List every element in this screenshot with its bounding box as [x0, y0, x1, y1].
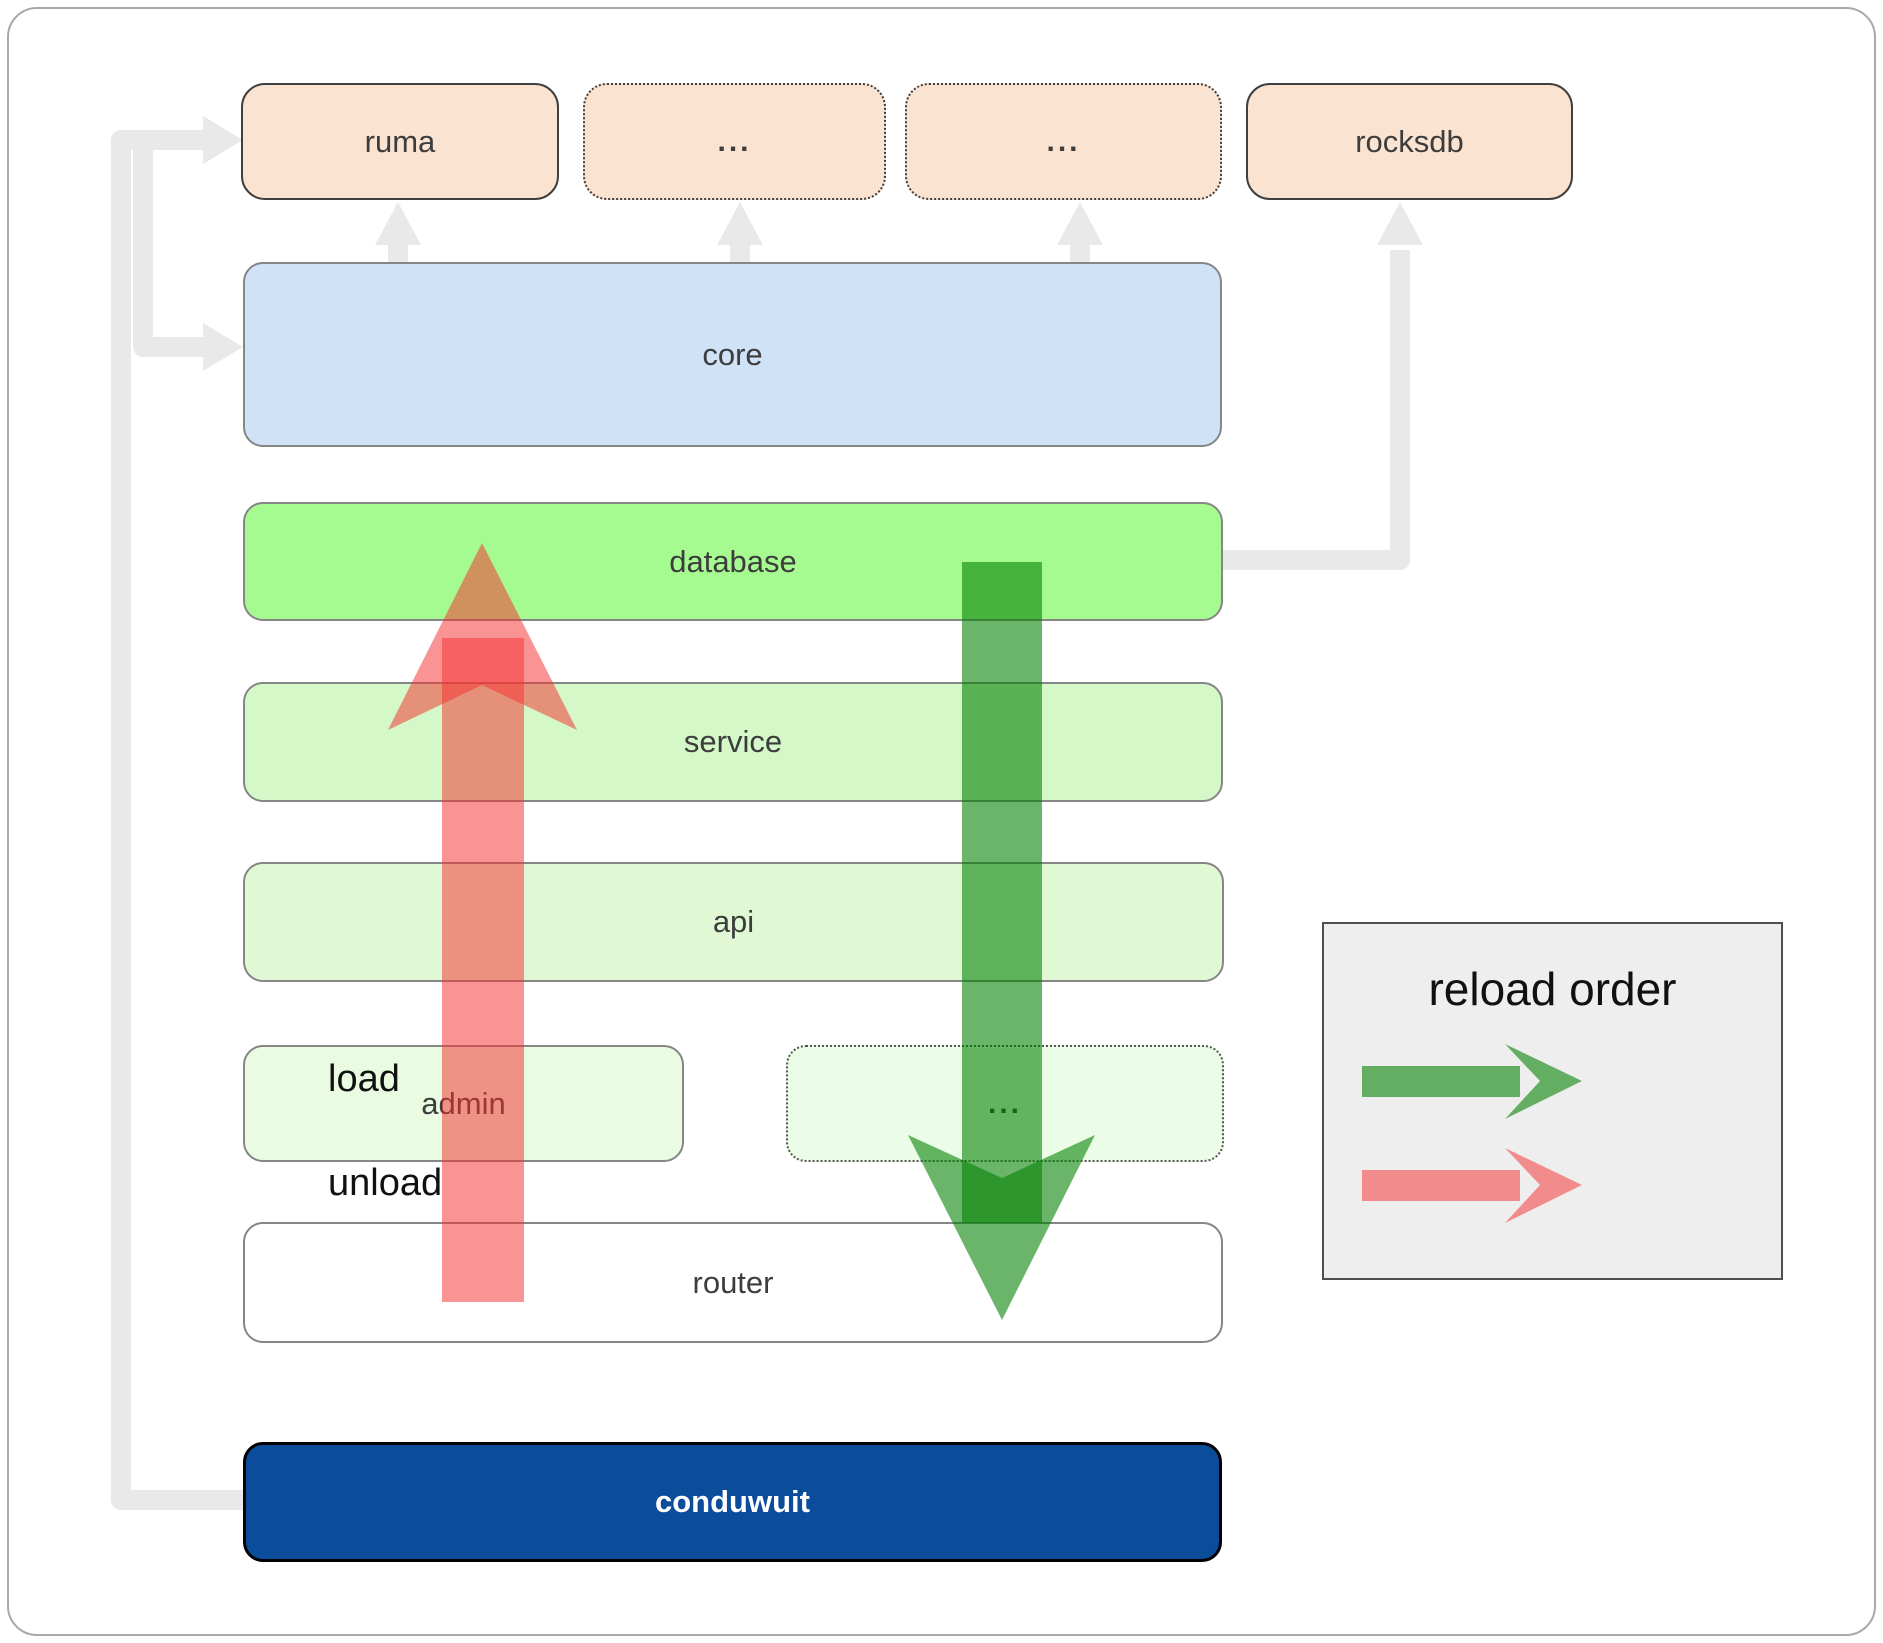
service-label: service: [683, 724, 783, 759]
module-b-label: ...: [1046, 124, 1081, 158]
box-module-ellipsis-2: ...: [905, 83, 1222, 200]
database-to-rocksdb-connector: [1223, 250, 1410, 570]
api-label: api: [712, 904, 755, 939]
rocksdb-arrowhead-icon: [1377, 202, 1423, 245]
box-service: service: [243, 682, 1223, 802]
conduwuit-to-core-connector: [133, 150, 206, 357]
up-arrowhead-icon: [375, 202, 421, 245]
legend-panel: reload order: [1322, 922, 1783, 1280]
core-label: core: [702, 336, 763, 372]
box-module-ellipsis-1: ...: [583, 83, 886, 200]
conduwuit-to-ruma-connector: [111, 130, 243, 1510]
unload-label: unload: [328, 1162, 443, 1204]
ruma-arrowhead-icon: [203, 116, 243, 164]
box-admin-ellipsis: ...: [786, 1045, 1224, 1162]
admin-extra-label: ...: [987, 1086, 1022, 1120]
up-arrowhead-icon: [1057, 202, 1103, 245]
box-database: database: [243, 502, 1223, 621]
router-label: router: [692, 1264, 774, 1300]
box-ruma: ruma: [241, 83, 559, 200]
box-admin: admin: [243, 1045, 684, 1162]
ruma-label: ruma: [364, 123, 436, 159]
box-core: core: [243, 262, 1222, 447]
database-label: database: [669, 543, 797, 579]
legend-title: reload order: [1428, 963, 1677, 1015]
box-rocksdb: rocksdb: [1246, 83, 1573, 200]
core-arrowhead-icon: [203, 323, 243, 371]
rocksdb-label: rocksdb: [1355, 123, 1464, 159]
box-router: router: [243, 1222, 1223, 1343]
admin-label: admin: [421, 1085, 506, 1121]
box-conduwuit: conduwuit: [243, 1442, 1222, 1562]
module-a-label: ...: [717, 124, 752, 158]
up-arrowhead-icon: [717, 202, 763, 245]
load-label: load: [328, 1058, 400, 1100]
box-api: api: [243, 862, 1224, 982]
conduwuit-label: conduwuit: [655, 1484, 810, 1519]
